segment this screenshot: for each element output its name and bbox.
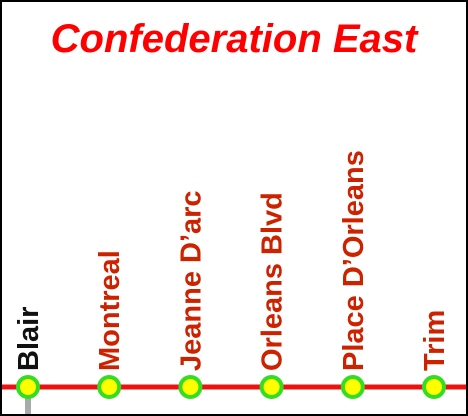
map-title: Confederation East: [50, 17, 418, 61]
station-marker: [16, 375, 40, 399]
station-label: Place D’Orleans: [338, 150, 370, 371]
station-label: Jeanne D’arc: [175, 190, 207, 371]
station-label: Montreal: [94, 250, 126, 371]
station-label: Trim: [419, 310, 451, 371]
station-label: Blair: [13, 307, 45, 371]
stations-layer: Blair Montreal Jeanne D’arc Orleans Blvd Pla…: [13, 150, 451, 399]
station-marker: [97, 375, 122, 399]
station-marker: [340, 375, 365, 399]
station-label: Orleans Blvd: [257, 192, 289, 371]
station-marker: [422, 375, 446, 399]
station-marker: [259, 375, 284, 399]
station-marker: [178, 375, 203, 399]
